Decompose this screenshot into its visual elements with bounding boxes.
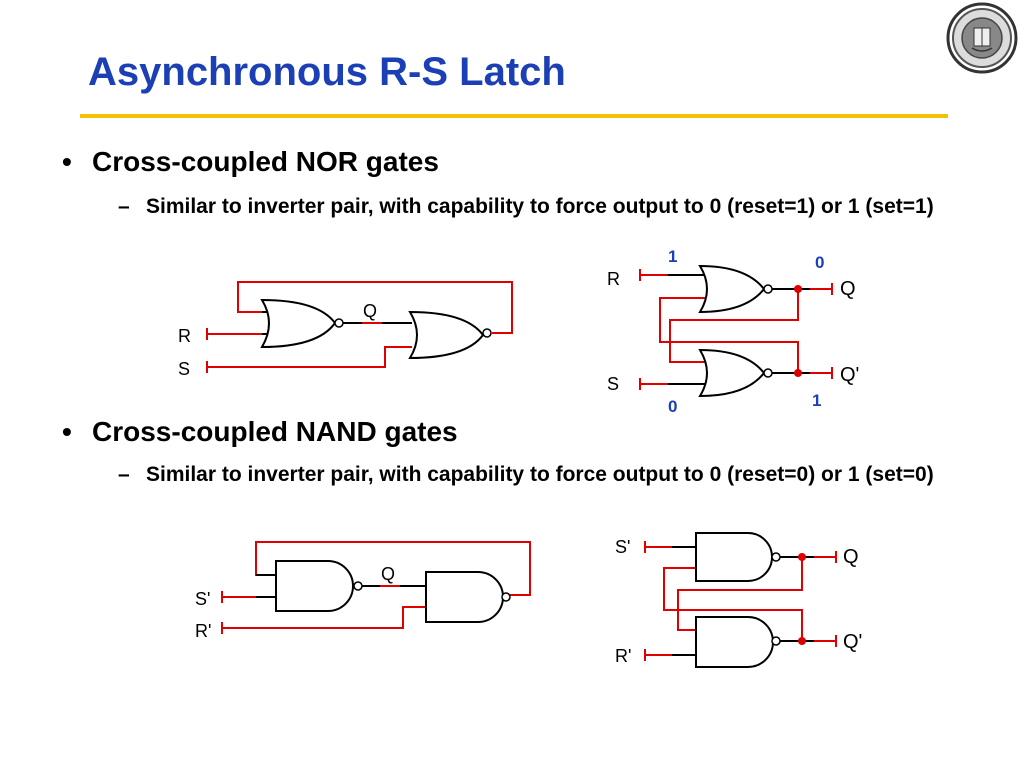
nand-right-q-label: Q	[843, 546, 859, 568]
bullet-nor: • Cross-coupled NOR gates	[62, 146, 439, 178]
nor-right-q-label: Q	[840, 278, 856, 300]
nor-right-r-label: R	[607, 269, 620, 289]
nor-right-qbar-value: 1	[812, 391, 821, 410]
sub-dash: –	[118, 195, 130, 218]
nor-left-r-label: R	[178, 326, 191, 346]
nor-right-q-value: 0	[815, 253, 824, 272]
sub-bullet-nor-text: Similar to inverter pair, with capabilit…	[146, 195, 934, 218]
sub-bullet-nor: – Similar to inverter pair, with capabil…	[118, 194, 958, 220]
nand-left-r-label: R'	[195, 621, 211, 641]
bullet-dot: •	[62, 146, 72, 177]
nor-left-s-label: S	[178, 359, 190, 379]
bullet-dot: •	[62, 416, 72, 447]
bullet-nand-text: Cross-coupled NAND gates	[92, 416, 458, 447]
sub-bullet-nand: – Similar to inverter pair, with capabil…	[118, 462, 958, 488]
sub-dash: –	[118, 463, 130, 486]
nor-latch-horizontal: Q R S	[178, 281, 513, 379]
university-seal-logo	[946, 2, 1018, 74]
nand-right-r-label: R'	[615, 646, 631, 666]
nor-left-q-label: Q	[363, 301, 377, 321]
nand-left-q-label: Q	[381, 564, 395, 584]
nor-latch-stacked: R S Q Q' 1 0 0 1	[607, 247, 859, 416]
nand-right-qbar-label: Q'	[843, 631, 862, 653]
slide-title: Asynchronous R-S Latch	[88, 50, 566, 94]
nor-right-s-label: S	[607, 374, 619, 394]
bullet-nand: • Cross-coupled NAND gates	[62, 416, 458, 448]
bullet-nor-text: Cross-coupled NOR gates	[92, 146, 439, 177]
nor-right-qbar-label: Q'	[840, 364, 859, 386]
nand-left-s-label: S'	[195, 589, 210, 609]
nand-right-s-label: S'	[615, 537, 630, 557]
nand-latch-horizontal: Q S' R'	[195, 541, 531, 641]
nand-latch-stacked: S' R' Q Q'	[615, 532, 862, 668]
title-underline	[80, 114, 948, 118]
sub-bullet-nand-text: Similar to inverter pair, with capabilit…	[146, 463, 934, 486]
nor-right-r-value: 1	[668, 247, 677, 266]
nor-right-s-value: 0	[668, 397, 677, 416]
